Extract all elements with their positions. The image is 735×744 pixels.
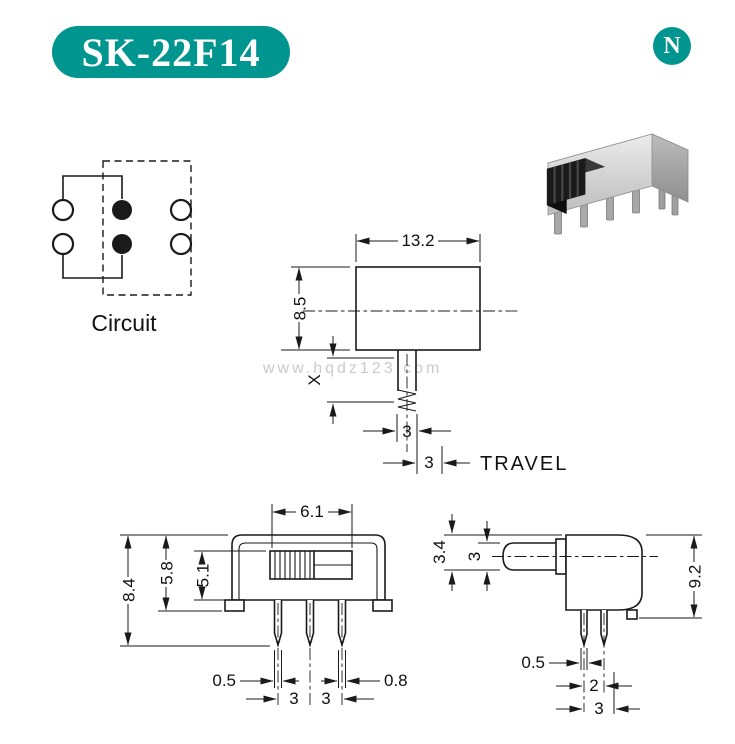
terminal-open <box>51 232 75 256</box>
top-view-drawing: 13.2 8.5 X 3 3 TRAVEL <box>281 231 568 475</box>
circuit-dashed-box <box>102 160 192 296</box>
front-view-drawing: 6.1 8.4 5.8 5.1 0.5 0.8 3 3 <box>120 502 408 708</box>
product-pin <box>554 210 562 235</box>
switch-body-right-face <box>651 133 689 203</box>
dim-pin-pitch: 2 <box>589 676 598 695</box>
mounting-foot <box>224 599 245 612</box>
dim-total-height: 8.4 <box>120 578 139 602</box>
dim-knob-width: 6.1 <box>300 502 324 521</box>
circuit-wire-top <box>62 175 123 199</box>
terminal-open <box>51 198 75 222</box>
dim-pin-span: 3 <box>594 699 603 718</box>
product-pin <box>671 194 679 216</box>
body-outline <box>565 534 643 611</box>
actuator-stem <box>397 350 417 391</box>
travel-label: TRAVEL <box>480 453 568 475</box>
product-pin <box>658 188 666 210</box>
terminal-open <box>169 232 193 256</box>
dim-knob-length: 3.4 <box>430 540 449 564</box>
dim-actuator-length: X <box>305 374 324 385</box>
circuit-label: Circuit <box>91 310 157 336</box>
circuit-diagram: Circuit <box>51 160 193 336</box>
terminal-open <box>169 198 193 222</box>
dim-body-width: 13.2 <box>401 231 434 250</box>
product-pin <box>606 196 614 221</box>
product-photo <box>546 133 690 235</box>
circuit-wire-bottom <box>62 255 123 279</box>
pin <box>305 600 315 648</box>
actuator-break-zigzag <box>397 389 417 412</box>
dim-upper-height: 5.1 <box>194 564 213 588</box>
slider-knob-ridges <box>553 160 579 204</box>
side-view-drawing: 3.4 3 9.2 0.5 2 3 <box>430 514 705 718</box>
dim-pin-thickness: 0.5 <box>521 653 545 672</box>
body-inner-line <box>238 542 378 600</box>
watermark-text: www.hqdz123.com <box>263 360 443 377</box>
dim-actuator-width: 3 <box>402 422 411 441</box>
dim-pin-width: 0.8 <box>384 671 408 690</box>
switch-body-outline <box>355 266 481 351</box>
pin <box>273 600 283 648</box>
part-number-badge: SK-22F14 <box>52 26 290 78</box>
mounting-foot <box>372 599 393 612</box>
product-pin <box>632 189 640 214</box>
mounting-foot <box>626 609 638 620</box>
dim-body-height: 8.5 <box>291 297 310 321</box>
slider-knob-front <box>546 158 586 206</box>
dim-pin-pitch-b: 3 <box>321 689 330 708</box>
dim-pin-pitch-a: 3 <box>289 689 298 708</box>
terminal-common <box>112 200 132 220</box>
pin <box>337 600 347 648</box>
product-pin <box>580 203 588 228</box>
dim-knob-diameter: 3 <box>465 552 484 561</box>
dim-pin-thickness: 0.5 <box>212 671 236 690</box>
dim-body-height: 5.8 <box>158 561 177 585</box>
brand-logo: N <box>653 27 691 65</box>
dim-travel: 3 <box>424 453 433 472</box>
knob-ribs <box>274 551 311 579</box>
terminal-common <box>112 234 132 254</box>
dim-body-depth: 9.2 <box>686 565 705 589</box>
